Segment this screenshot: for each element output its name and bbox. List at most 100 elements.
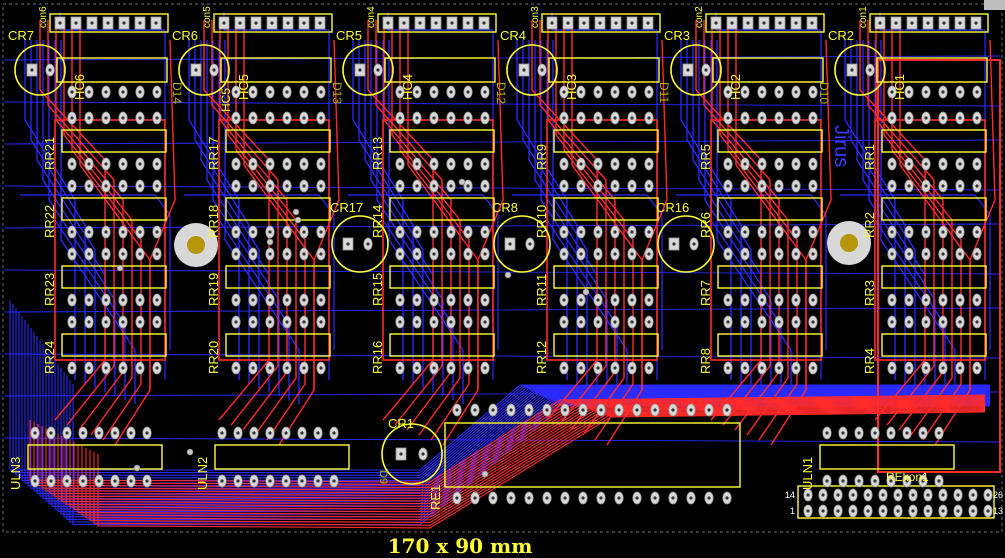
connector-label-con3: con3 — [530, 6, 541, 28]
pad-hole — [74, 21, 78, 25]
connector-label-con2: con2 — [694, 6, 705, 28]
pad-hole — [873, 431, 877, 435]
pad-hole — [121, 162, 125, 166]
header-outline — [712, 57, 824, 83]
pad-hole — [777, 184, 781, 188]
pad-hole — [81, 479, 85, 483]
pad-hole — [155, 298, 159, 302]
pad-hole — [630, 116, 634, 120]
pad-hole — [545, 408, 549, 412]
pad-hole — [122, 21, 126, 25]
top-trace — [375, 20, 443, 426]
pad-hole — [449, 184, 453, 188]
top-trace — [711, 20, 780, 431]
pad-hole — [777, 116, 781, 120]
bottom-trace — [4, 101, 1001, 107]
pad-hole — [346, 242, 350, 246]
led-label-cr4: CR4 — [500, 28, 526, 43]
pad-hole — [579, 366, 583, 370]
pad-hole — [254, 21, 258, 25]
bottom-trace — [844, 40, 896, 380]
pad-hole — [87, 90, 91, 94]
pad-hole — [319, 162, 323, 166]
pad-hole — [958, 184, 962, 188]
pad-hole — [268, 320, 272, 324]
label-layer: RR21RR22RR23RR24RR17RR18RR19RR20RR13RR14… — [8, 6, 1003, 516]
pad-hole — [70, 90, 74, 94]
pad-hole — [811, 162, 815, 166]
pad-hole — [926, 509, 930, 513]
header-outline — [548, 57, 660, 83]
pad-hole — [284, 431, 288, 435]
pad-hole — [302, 184, 306, 188]
pad-hole — [58, 21, 62, 25]
pad-hole — [432, 116, 436, 120]
pad-hole — [726, 162, 730, 166]
pad-hole — [415, 252, 419, 256]
pad-hole — [647, 298, 651, 302]
pad-hole — [332, 431, 336, 435]
pad-hole — [617, 408, 621, 412]
bottom-trace — [868, 40, 936, 396]
bottom-trace — [24, 40, 76, 380]
pad-hole — [563, 496, 567, 500]
pad-hole — [65, 431, 69, 435]
pad-hole — [613, 230, 617, 234]
pad-hole — [630, 366, 634, 370]
bottom-trace — [528, 40, 588, 388]
hall-label-hc1: HC1 — [892, 74, 907, 100]
pad-hole — [432, 252, 436, 256]
bottom-trace — [36, 40, 96, 388]
pad-hole — [924, 252, 928, 256]
pad-hole — [121, 116, 125, 120]
pad-hole — [617, 496, 621, 500]
pad-hole — [319, 184, 323, 188]
pad-hole — [726, 320, 730, 324]
pad-hole — [958, 162, 962, 166]
relay-outline — [881, 333, 987, 357]
pad-hole — [613, 366, 617, 370]
pad-hole — [302, 320, 306, 324]
relay-label-rr1: RR1 — [862, 144, 877, 170]
pad-hole — [113, 479, 117, 483]
relay-label-rr9: RR9 — [534, 144, 549, 170]
pad-hole — [579, 252, 583, 256]
pad-hole — [87, 116, 91, 120]
pad-hole — [743, 366, 747, 370]
pad-hole — [545, 496, 549, 500]
pad-hole — [810, 21, 814, 25]
pad-hole — [87, 230, 91, 234]
led-outline — [381, 423, 443, 485]
pad-hole — [466, 162, 470, 166]
pad-hole — [613, 320, 617, 324]
led-outline — [670, 44, 722, 96]
pad-hole — [300, 479, 304, 483]
top-trace — [47, 20, 115, 426]
pad-hole — [285, 116, 289, 120]
connector-outline — [49, 13, 169, 33]
pad-hole — [941, 230, 945, 234]
pad-hole — [415, 116, 419, 120]
pad-hole — [483, 90, 487, 94]
pad-hole — [746, 21, 750, 25]
top-trace — [97, 411, 986, 529]
pad-hole — [104, 366, 108, 370]
pad-hole — [743, 184, 747, 188]
pad-hole — [881, 493, 885, 497]
bottom-trace — [388, 40, 464, 404]
bottom-trace — [552, 40, 628, 404]
pad-hole — [794, 366, 798, 370]
bottom-trace — [512, 194, 663, 350]
relay-label-rr7: RR7 — [698, 280, 713, 306]
pad-hole — [579, 184, 583, 188]
pad-hole — [268, 479, 272, 483]
pad-hole — [121, 184, 125, 188]
pad-hole — [415, 90, 419, 94]
pad-hole — [905, 479, 909, 483]
pad-hole — [890, 230, 894, 234]
pad-hole — [868, 68, 872, 72]
pad-hole — [70, 252, 74, 256]
pad-hole — [483, 184, 487, 188]
pad-hole — [121, 366, 125, 370]
pad-hole — [924, 320, 928, 324]
